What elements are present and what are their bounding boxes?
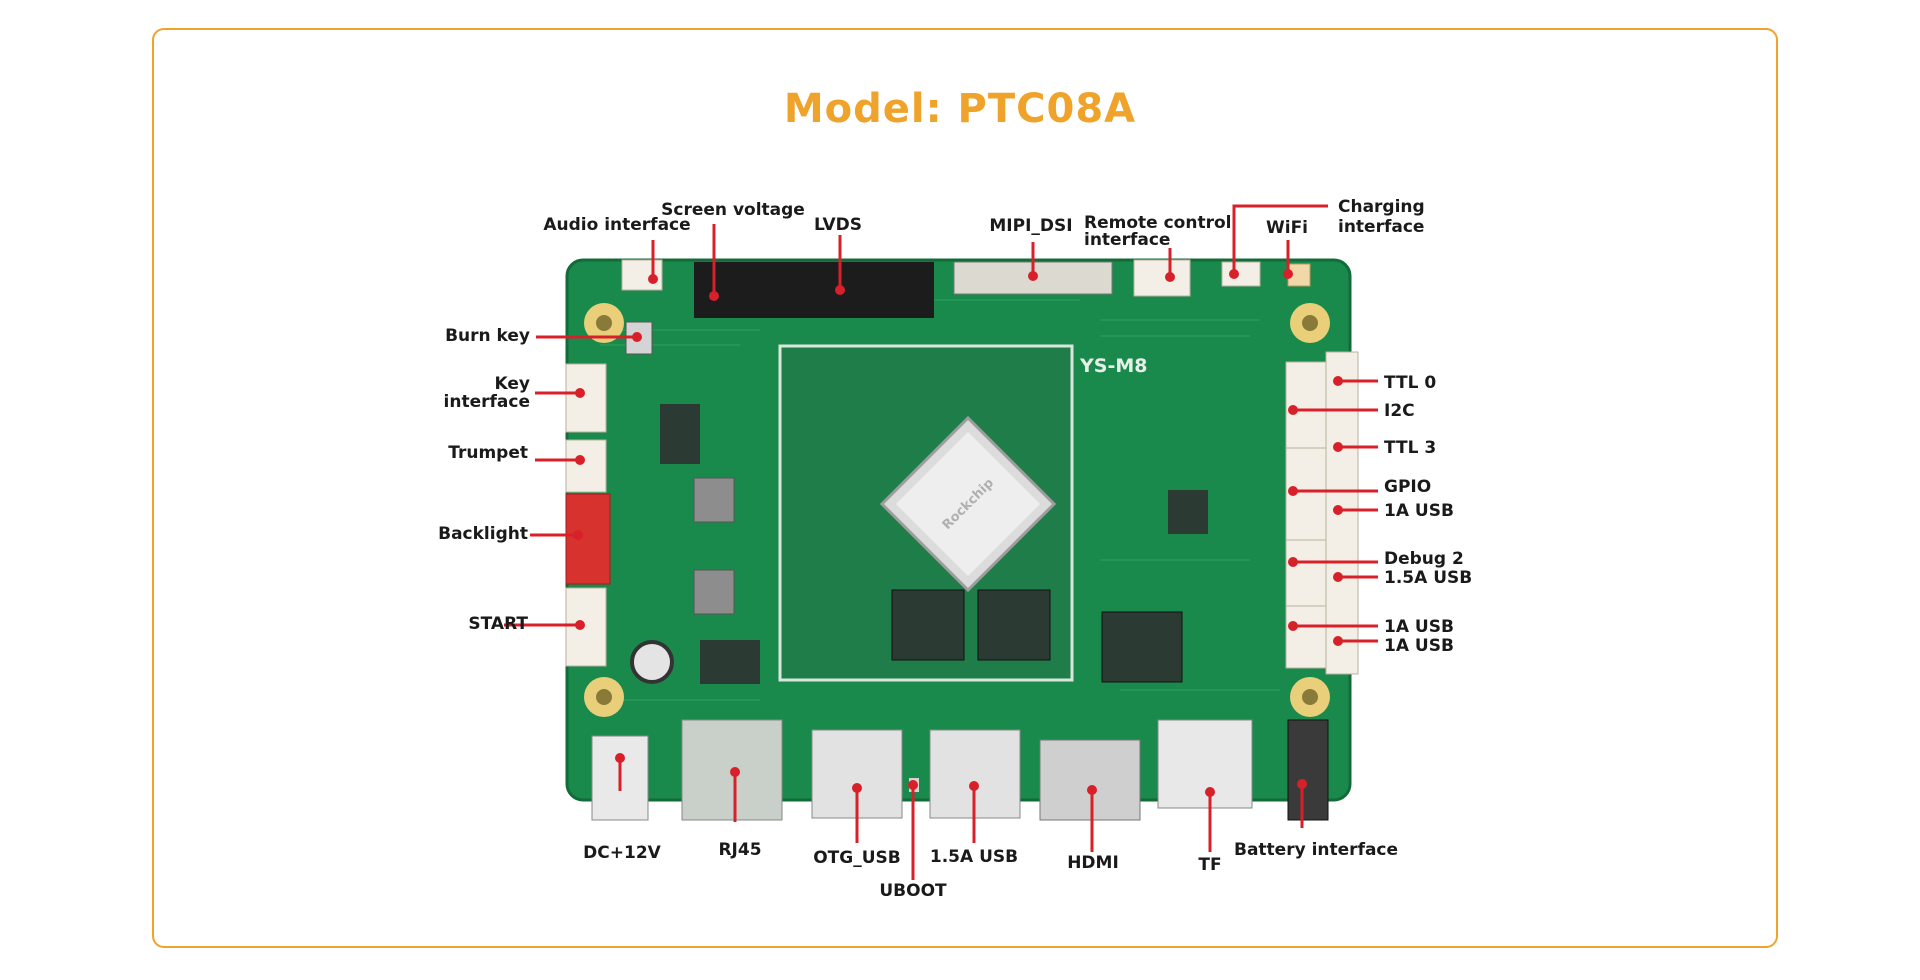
hdmi-port xyxy=(1039,739,1141,821)
label-burn-key: Burn key xyxy=(445,326,530,346)
label-gpio: GPIO xyxy=(1384,477,1431,497)
label-ttl0: TTL 0 xyxy=(1384,373,1436,393)
label-key-interface-line2: interface xyxy=(444,392,530,412)
soc-chip: Rockchip xyxy=(879,415,1057,593)
battery-connector xyxy=(1287,719,1329,821)
ic-chip xyxy=(1168,490,1208,534)
ic-chip xyxy=(660,404,700,464)
emmc-chip xyxy=(1101,611,1183,683)
label-battery-interface: Battery interface xyxy=(1234,840,1398,860)
ttl-connector xyxy=(1285,361,1327,449)
label-charging-line2: interface xyxy=(1338,217,1424,237)
label-key-interface-line1: Key xyxy=(495,374,531,394)
remote-connector xyxy=(1133,259,1191,297)
tf-slot xyxy=(1157,719,1253,809)
memory-chip xyxy=(977,589,1051,661)
label-uboot: UBOOT xyxy=(879,881,947,901)
silkscreen-label: YS-M8 xyxy=(1079,355,1147,377)
label-1a-usb-2: 1A USB xyxy=(1384,617,1454,637)
label-otg-usb: OTG_USB xyxy=(813,848,901,868)
memory-chip xyxy=(891,589,965,661)
pcb-board: YS-M8 Rockchip xyxy=(565,258,1359,821)
label-rj45: RJ45 xyxy=(718,840,761,860)
mounting-hole xyxy=(584,303,624,343)
label-charging-line1: Charging xyxy=(1338,197,1425,217)
label-1a-usb-1: 1A USB xyxy=(1384,501,1454,521)
lvds-pin-header xyxy=(694,262,934,318)
label-audio-interface: Audio interface xyxy=(543,215,690,235)
leader-dots xyxy=(573,269,1343,797)
label-debug2: Debug 2 xyxy=(1384,549,1464,569)
key-connector xyxy=(565,363,607,433)
label-start: START xyxy=(468,614,528,634)
label-1a-usb-3: 1A USB xyxy=(1384,636,1454,656)
label-trumpet: Trumpet xyxy=(448,443,528,463)
usb-pin-connector xyxy=(1285,605,1327,669)
label-backlight: Backlight xyxy=(438,524,528,544)
label-1-5a-usb-bottom: 1.5A USB xyxy=(930,847,1018,867)
rj45-port xyxy=(681,719,783,821)
backlight-connector xyxy=(565,493,611,585)
label-ttl3: TTL 3 xyxy=(1384,438,1436,458)
callout-labels: Audio interface Screen voltage LVDS MIPI… xyxy=(438,197,1472,901)
mounting-hole xyxy=(1290,677,1330,717)
inductor xyxy=(693,569,735,615)
label-mipi-dsi: MIPI_DSI xyxy=(989,216,1072,236)
mounting-hole xyxy=(1290,303,1330,343)
label-wifi: WiFi xyxy=(1266,218,1308,238)
mounting-hole xyxy=(584,677,624,717)
label-remote-control-line1: Remote control xyxy=(1084,213,1231,233)
label-remote-control-line2: interface xyxy=(1084,230,1170,250)
label-screen-voltage: Screen voltage xyxy=(661,200,805,220)
label-dc-12v: DC+12V xyxy=(583,843,661,863)
label-hdmi: HDMI xyxy=(1067,853,1119,873)
page-title: Model: PTC08A xyxy=(783,86,1137,132)
label-1-5a-usb-right: 1.5A USB xyxy=(1384,568,1472,588)
outer-frame xyxy=(152,28,1778,948)
inductor xyxy=(693,477,735,523)
label-tf: TF xyxy=(1198,855,1221,875)
start-connector xyxy=(565,587,607,667)
charging-connector xyxy=(1221,261,1261,287)
label-lvds: LVDS xyxy=(814,215,862,235)
ethernet-transformer xyxy=(700,640,760,684)
electrolytic-capacitor xyxy=(630,640,674,684)
label-i2c: I2C xyxy=(1384,401,1415,421)
trumpet-connector xyxy=(565,439,607,493)
debug-connector xyxy=(1285,539,1327,607)
